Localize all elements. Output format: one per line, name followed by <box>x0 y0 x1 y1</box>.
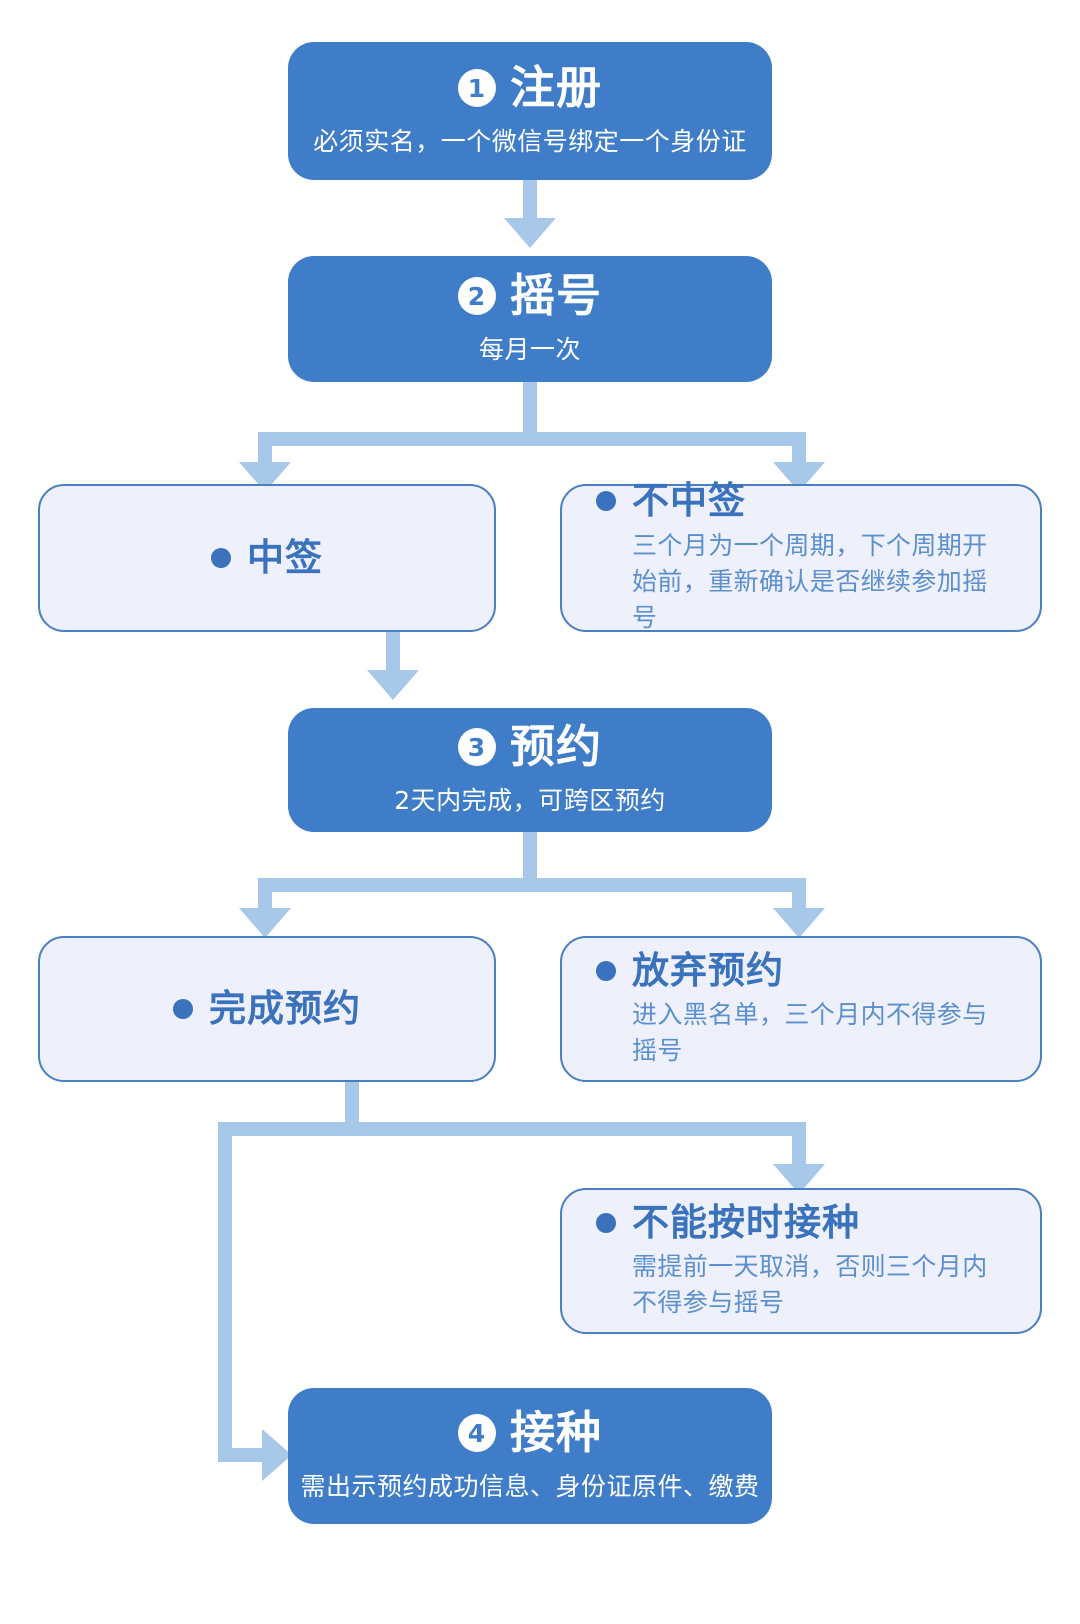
step-subtitle-vaccinate: 需出示预约成功信息、身份证原件、缴费 <box>300 1471 760 1501</box>
outcome-head-abandon: 放弃预约 <box>596 949 1006 993</box>
step-number-badge-2: 2 <box>457 277 496 316</box>
outcome-box-won[interactable]: 中签 <box>38 484 496 632</box>
outcome-box-booked[interactable]: 完成预约 <box>38 936 496 1082</box>
outcome-head-booked: 完成预约 <box>173 987 361 1031</box>
bullet-icon <box>211 547 231 568</box>
step-subtitle-booking: 2天内完成，可跨区预约 <box>394 785 666 815</box>
connector-lottery-right-drop <box>792 432 806 468</box>
outcome-head-not-won: 不中签 <box>596 479 1006 523</box>
connector-register-to-lottery <box>523 180 537 222</box>
outcome-title-booked: 完成预约 <box>209 986 361 1030</box>
step-box-lottery[interactable]: 2 摇号 每月一次 <box>288 256 772 382</box>
bullet-icon <box>596 491 616 512</box>
step-number-badge-1: 1 <box>457 69 496 108</box>
step-title-register: 1 注册 <box>457 61 602 115</box>
step-box-vaccinate[interactable]: 4 接种 需出示预约成功信息、身份证原件、缴费 <box>288 1388 772 1524</box>
step-subtitle-register: 必须实名，一个微信号绑定一个身份证 <box>313 126 747 156</box>
arrow-register-to-lottery <box>504 218 556 248</box>
arrow-booking-to-booked <box>239 908 291 938</box>
outcome-title-late: 不能按时接种 <box>632 1200 860 1244</box>
connector-lottery-stem <box>523 382 537 432</box>
step-title-vaccinate: 4 接种 <box>457 1406 602 1460</box>
step-number-badge-4: 4 <box>457 1414 496 1453</box>
step-title-booking: 3 预约 <box>457 720 602 774</box>
step-box-booking[interactable]: 3 预约 2天内完成，可跨区预约 <box>288 708 772 832</box>
connector-booked-left-drop <box>218 1122 232 1462</box>
step-label-vaccinate: 接种 <box>509 1406 602 1460</box>
connector-booked-to-vaccinate <box>218 1448 268 1462</box>
connector-booking-left-drop <box>258 878 272 914</box>
outcome-title-not-won: 不中签 <box>632 479 746 523</box>
step-title-lottery: 2 摇号 <box>457 269 602 323</box>
connector-won-to-booking <box>386 632 400 674</box>
step-label-register: 注册 <box>509 61 602 115</box>
step-label-booking: 预约 <box>509 720 602 774</box>
connector-booking-right-drop <box>792 878 806 914</box>
outcome-box-late[interactable]: 不能按时接种 需提前一天取消，否则三个月内不得参与摇号 <box>560 1188 1042 1334</box>
bullet-icon <box>596 960 616 981</box>
step-number-badge-3: 3 <box>457 728 496 767</box>
outcome-title-won: 中签 <box>247 535 323 579</box>
connector-booked-right-drop <box>792 1122 806 1170</box>
arrow-won-to-booking <box>367 670 419 700</box>
connector-booked-bar <box>218 1122 806 1136</box>
connector-booked-stem <box>345 1082 359 1122</box>
arrow-booked-to-vaccinate <box>262 1429 292 1481</box>
outcome-body-not-won: 三个月为一个周期，下个周期开始前，重新确认是否继续参加摇号 <box>632 530 988 633</box>
bullet-icon <box>596 1212 616 1233</box>
step-label-lottery: 摇号 <box>509 269 602 323</box>
bullet-icon <box>173 998 193 1019</box>
connector-lottery-bar <box>258 432 806 446</box>
outcome-body-late: 需提前一天取消，否则三个月内不得参与摇号 <box>632 1251 988 1318</box>
arrow-booking-to-abandon <box>773 908 825 938</box>
outcome-box-not-won[interactable]: 不中签 三个月为一个周期，下个周期开始前，重新确认是否继续参加摇号 <box>560 479 1042 632</box>
outcome-title-abandon: 放弃预约 <box>632 948 784 992</box>
connector-booking-bar <box>258 878 806 892</box>
step-box-register[interactable]: 1 注册 必须实名，一个微信号绑定一个身份证 <box>288 42 772 180</box>
connector-lottery-left-drop <box>258 432 272 468</box>
outcome-box-abandon[interactable]: 放弃预约 进入黑名单，三个月内不得参与摇号 <box>560 936 1042 1082</box>
outcome-body-abandon: 进入黑名单，三个月内不得参与摇号 <box>632 999 988 1066</box>
outcome-head-late: 不能按时接种 <box>596 1201 1006 1245</box>
outcome-head-won: 中签 <box>211 536 323 580</box>
connector-booking-stem <box>523 832 537 878</box>
step-subtitle-lottery: 每月一次 <box>478 334 581 364</box>
